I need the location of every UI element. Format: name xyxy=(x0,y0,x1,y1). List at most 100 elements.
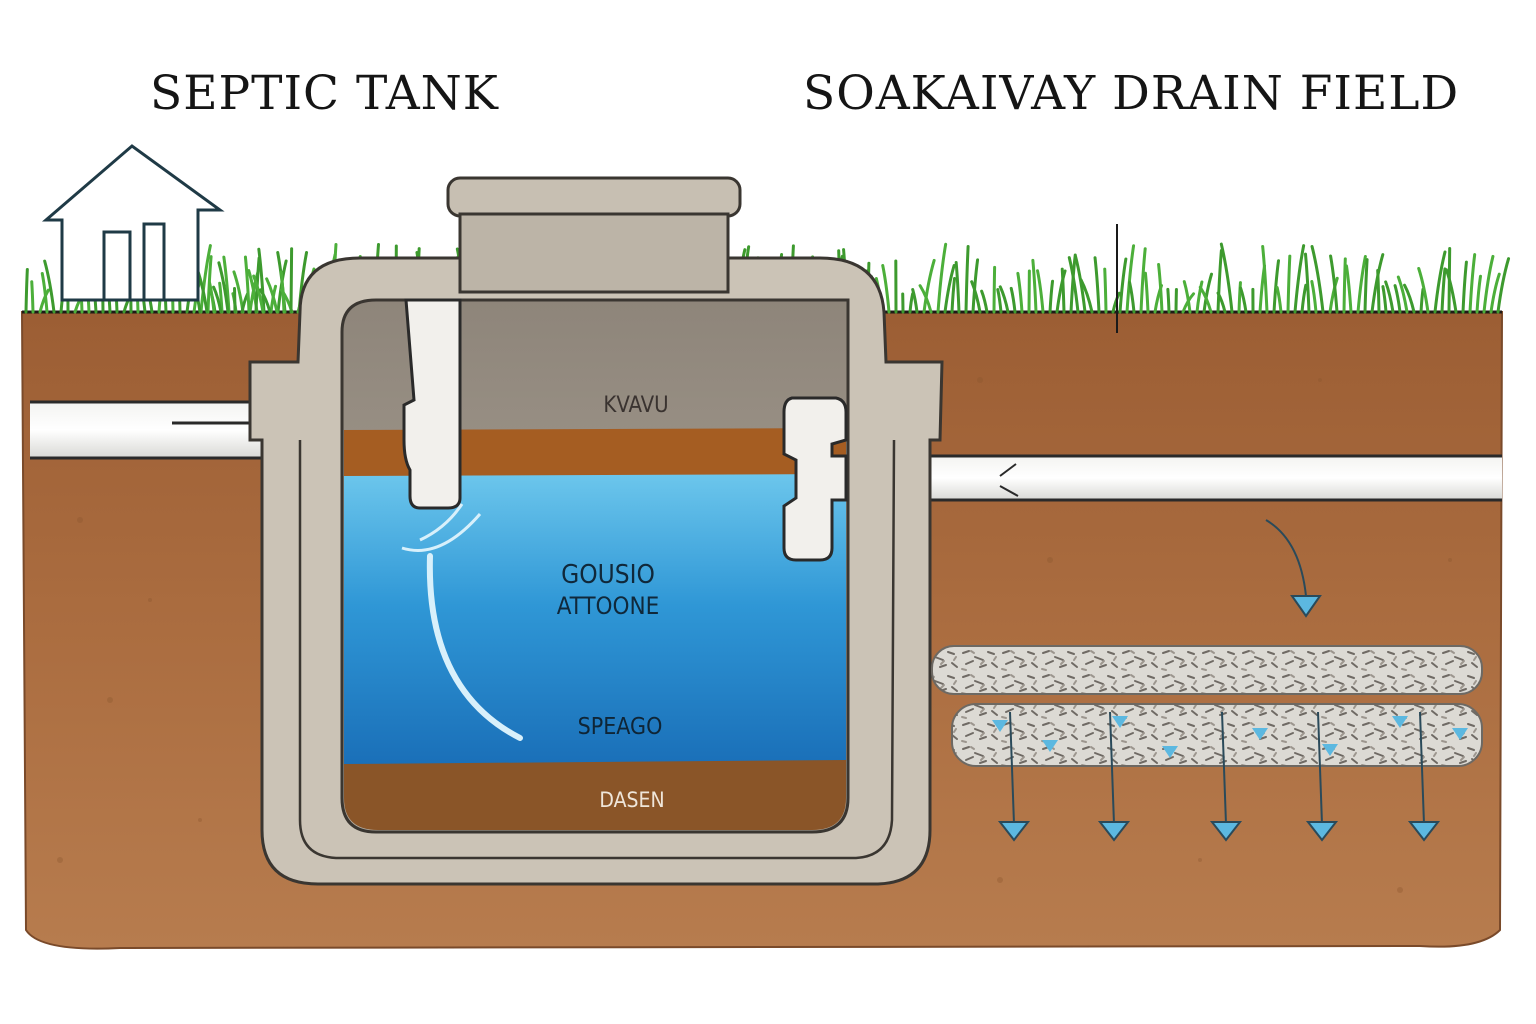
grass-blade xyxy=(1356,254,1367,314)
grass-blade xyxy=(922,258,936,314)
flow-arrow-shaft xyxy=(1419,711,1425,825)
flow-arrow-curve xyxy=(1265,519,1307,597)
inflow-stream xyxy=(426,553,523,741)
grass-blade xyxy=(1310,280,1318,314)
soil-texture xyxy=(57,377,1452,893)
grass-blade xyxy=(1031,258,1038,314)
grass-blade xyxy=(996,288,1003,314)
grass-blade xyxy=(212,285,223,314)
grass-blade xyxy=(1304,252,1311,314)
grass-blade xyxy=(1286,254,1292,314)
grass-blade xyxy=(40,271,49,314)
grass-blade xyxy=(1118,257,1128,314)
water-droplet xyxy=(1252,728,1268,740)
grass-blade xyxy=(1016,271,1024,314)
grass-blade xyxy=(1237,281,1242,314)
grass-blade xyxy=(1396,275,1409,314)
grass-blade xyxy=(208,280,216,314)
grass-blade xyxy=(265,277,279,314)
water-droplet xyxy=(1162,746,1178,758)
grass-blade xyxy=(936,242,948,314)
grass-blade xyxy=(1182,280,1192,314)
grass-blade xyxy=(1482,254,1495,314)
gravel-trench-upper xyxy=(931,645,1483,695)
grass-blade xyxy=(1157,262,1164,314)
grass-blade xyxy=(1329,254,1339,314)
grass-blade xyxy=(38,288,50,314)
grass-blade xyxy=(259,288,272,314)
grass-blade xyxy=(1111,291,1121,314)
liquid-label-line2: ATTOONE xyxy=(556,592,660,620)
septic-tank xyxy=(248,176,944,886)
flow-arrow-head xyxy=(1097,821,1131,842)
grass-blade xyxy=(964,245,970,314)
grass-blade xyxy=(1272,259,1280,314)
grass-blade xyxy=(971,258,980,314)
grass-blade xyxy=(1444,268,1458,314)
scum-layer xyxy=(344,428,846,480)
outlet-tee xyxy=(782,396,848,562)
grass-blade xyxy=(908,292,915,314)
grass-blade xyxy=(1417,266,1430,314)
grass-blade xyxy=(1128,281,1136,314)
grass-blade xyxy=(1143,271,1150,314)
flow-arrow-head xyxy=(997,821,1031,842)
water-droplet xyxy=(992,720,1008,732)
flow-arrow-shaft xyxy=(1109,711,1115,825)
grass-blade xyxy=(881,264,891,314)
grass-blade xyxy=(257,247,266,314)
grass-blade xyxy=(1009,286,1017,314)
grass-blade xyxy=(1275,286,1283,314)
grass-blade xyxy=(1363,258,1369,314)
flow-arrows xyxy=(992,519,1468,842)
flow-arrow-head xyxy=(1305,821,1339,842)
grass-blade xyxy=(992,265,997,314)
grass-blade xyxy=(1440,267,1447,314)
grass-blade xyxy=(1342,257,1347,314)
sludge-layer xyxy=(344,760,846,830)
grass-blade xyxy=(1496,257,1511,314)
grass-blade xyxy=(1475,274,1482,314)
grass-blade xyxy=(1381,285,1388,314)
grass-blade xyxy=(43,259,56,314)
grass-blade xyxy=(1060,267,1066,314)
grass-blade xyxy=(1166,287,1171,314)
grass-blade xyxy=(1310,245,1325,314)
gravel-trench-lower xyxy=(951,703,1483,767)
grass-blade xyxy=(279,270,286,314)
grass-blade xyxy=(30,280,35,314)
water-droplet xyxy=(1042,740,1058,752)
grass-blade xyxy=(1079,278,1094,314)
water-droplet xyxy=(1112,716,1128,728)
grass-blade xyxy=(252,274,265,314)
space-label: SPEAGO xyxy=(577,714,663,740)
flow-arrow-head xyxy=(1407,821,1441,842)
grass-blade xyxy=(998,285,1010,314)
water-droplet xyxy=(1322,744,1338,756)
grass-blade xyxy=(1139,247,1147,314)
grass-blade xyxy=(1219,242,1234,314)
grass-blade xyxy=(1198,285,1213,314)
grass-blade xyxy=(1216,249,1223,314)
grass-blade xyxy=(1328,276,1339,314)
grass-blade xyxy=(1384,280,1395,314)
grass-blade xyxy=(1433,250,1447,314)
liquid-layer xyxy=(344,474,846,766)
water-droplet xyxy=(1452,728,1468,740)
grass-blade xyxy=(1067,256,1080,314)
drain-field-title: SOAKAIVAY DRAIN FIELD xyxy=(803,66,1460,121)
grass-blade xyxy=(1403,283,1416,314)
sludge-label: DASEN xyxy=(599,788,665,812)
grass-blade xyxy=(1216,291,1227,314)
grass-blade xyxy=(1239,286,1248,314)
grass-blade xyxy=(1461,260,1468,314)
grass-blade xyxy=(1093,256,1101,314)
scum-label: KVAVU xyxy=(603,393,669,418)
grass-blade xyxy=(980,289,989,314)
grass-blade xyxy=(911,288,919,314)
flow-arrow-shaft xyxy=(1317,711,1323,825)
grass-blade xyxy=(1048,279,1055,314)
flow-arrow-head xyxy=(1209,821,1243,842)
flow-arrow-head xyxy=(1290,595,1322,618)
